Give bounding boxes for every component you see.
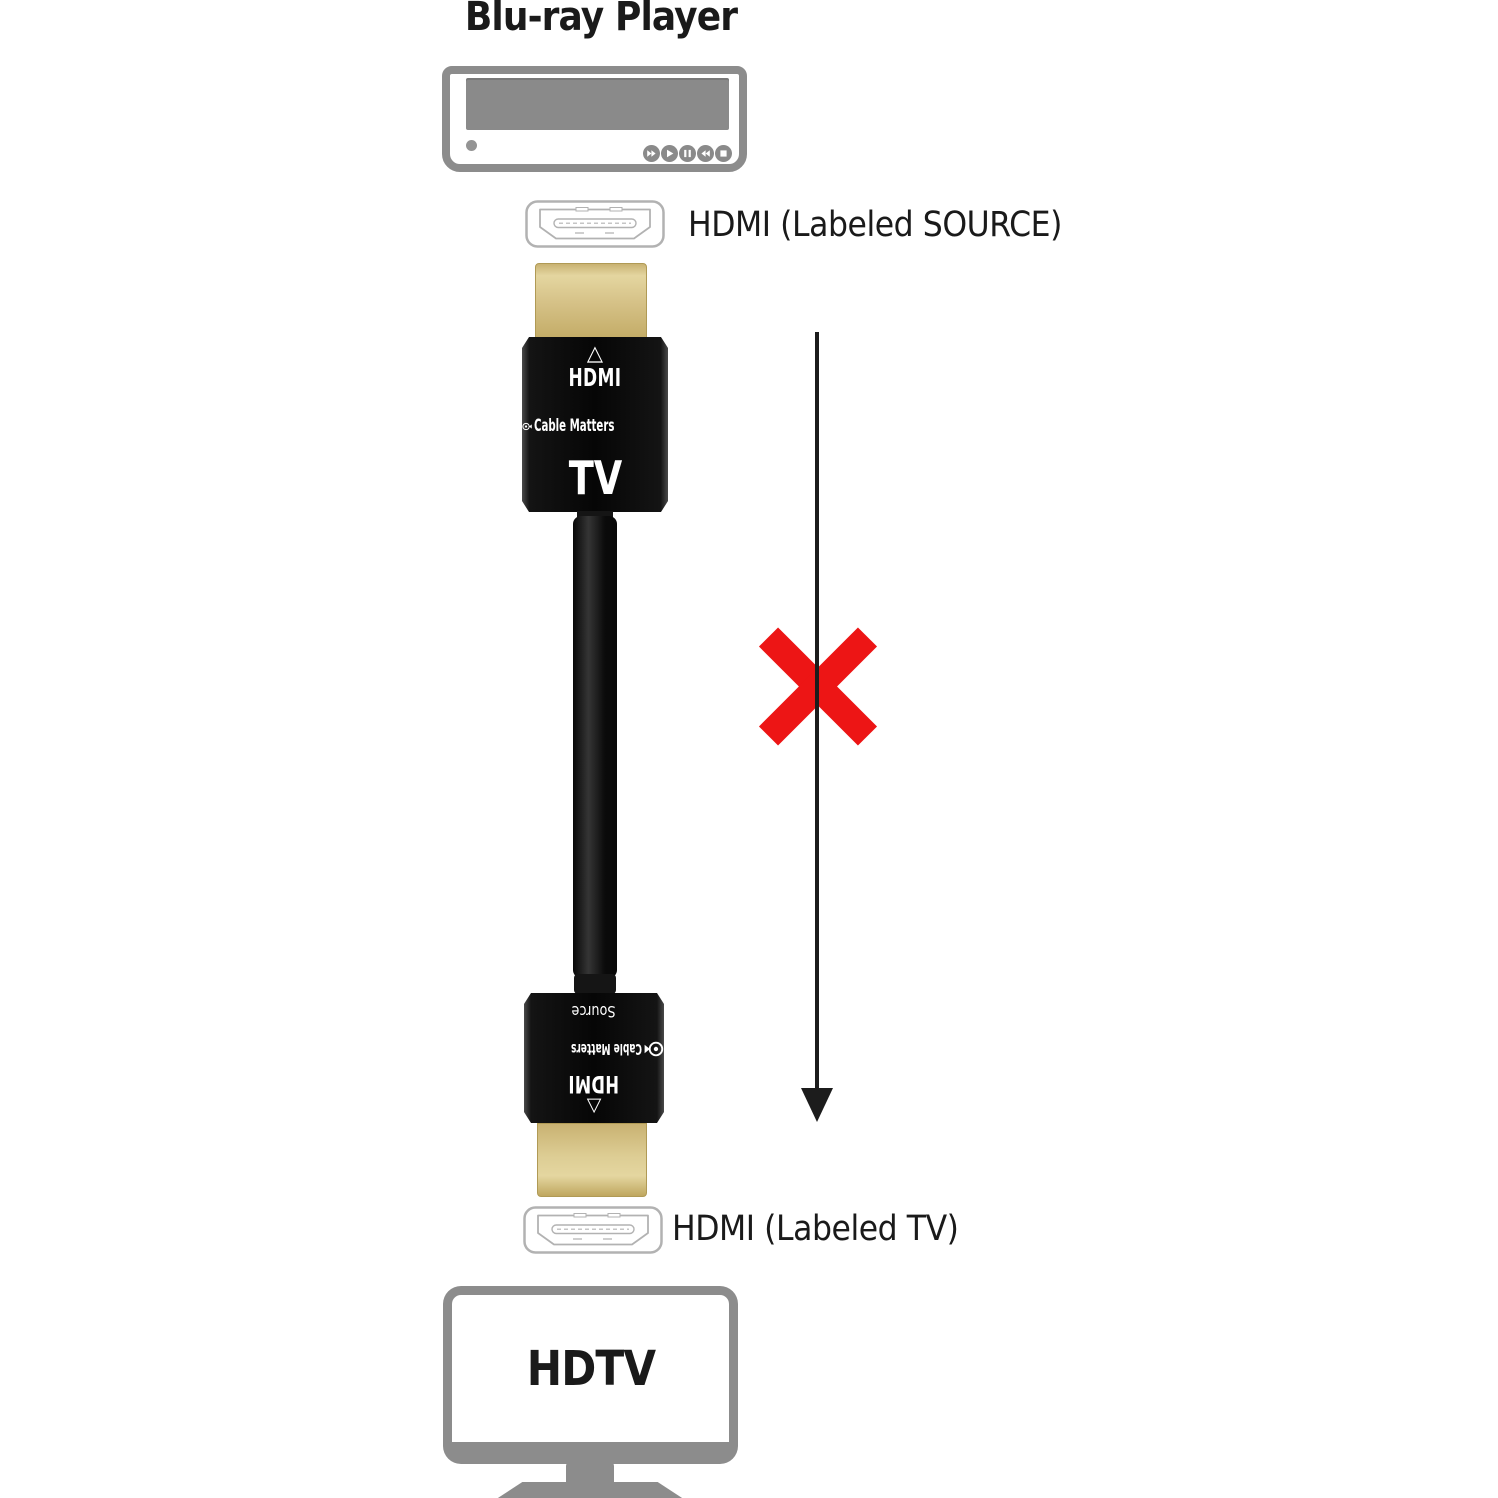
cable-matters-logo-icon: [644, 1037, 664, 1061]
stop-icon: [715, 145, 732, 162]
player-screen: [466, 78, 729, 130]
orientation-triangle-icon: △: [586, 1096, 602, 1118]
pause-icon: [679, 145, 696, 162]
brand-row: Cable Matters: [522, 413, 668, 440]
cable-strain-relief: [574, 974, 616, 994]
tv-port-label: HDMI (Labeled TV): [672, 1209, 959, 1249]
blu-ray-player-illustration: [442, 66, 747, 172]
source-port-label: HDMI (Labeled SOURCE): [688, 205, 1062, 245]
hdmi-plug-bottom: [537, 1123, 647, 1197]
connector-interface-label: HDMI: [568, 1070, 620, 1098]
skip-back-icon: [697, 145, 714, 162]
blu-ray-player-label: Blu-ray Player: [464, 0, 738, 40]
hdmi-plug-top: [535, 263, 647, 338]
hdmi-port-tv-icon: [523, 1206, 663, 1254]
brand-name: Cable Matters: [571, 1040, 643, 1059]
hdtv-illustration: HDTV: [443, 1286, 738, 1464]
brand-row: Cable Matters: [524, 1037, 664, 1061]
player-playback-buttons: [643, 145, 732, 162]
player-power-led-icon: [466, 140, 477, 151]
rotated-connector-face: △ HDMI Cable Matters Source: [524, 993, 664, 1123]
brand-name: Cable Matters: [533, 416, 615, 436]
connector-body-bottom: △ HDMI Cable Matters Source: [524, 993, 664, 1123]
down-arrow-icon: [801, 332, 833, 1122]
connector-body-top: △ HDMI Cable Matters TV: [522, 337, 668, 512]
skip-forward-icon: [643, 145, 660, 162]
hdmi-port-source-icon: [525, 200, 665, 248]
connector-interface-label: HDMI: [568, 363, 622, 392]
cable-matters-logo-icon: [522, 413, 532, 440]
play-icon: [661, 145, 678, 162]
hdmi-cable: [573, 516, 617, 978]
hdtv-label: HDTV: [526, 1340, 655, 1397]
orientation-triangle-icon: △: [586, 341, 604, 365]
source-end-label: Source: [572, 1002, 616, 1021]
monitor-stand-base: [497, 1482, 683, 1498]
tv-end-label: TV: [568, 451, 622, 505]
monitor-stand-neck: [566, 1462, 614, 1484]
